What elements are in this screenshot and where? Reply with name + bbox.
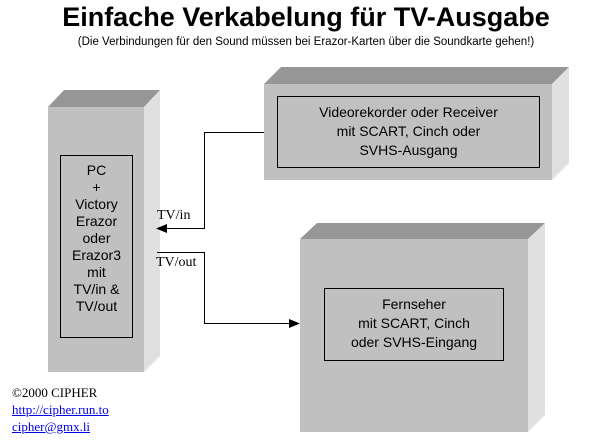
tv-box-side: [528, 223, 545, 432]
video-recorder-label: Videorekorder oder Receiver mit SCART, C…: [278, 103, 539, 160]
video-recorder-label-line: Videorekorder oder Receiver: [319, 104, 498, 120]
pc-label-line: Victory: [75, 196, 118, 212]
pc-box-top: [48, 90, 160, 107]
tv-out-label: TV/out: [156, 255, 197, 270]
video-recorder-label-line: mit SCART, Cinch oder: [336, 123, 481, 139]
video-recorder-label-line: SVHS-Ausgang: [359, 142, 458, 158]
pc-label-line: PC: [86, 162, 107, 178]
pc-box-front: [48, 107, 144, 372]
tv-out-arrowhead-icon: [289, 319, 300, 328]
pc-label-line: mit: [87, 264, 106, 280]
website-link[interactable]: http://cipher.run.to: [12, 402, 109, 417]
video-recorder-box: [264, 67, 569, 180]
email-link[interactable]: cipher@gmx.li: [12, 419, 91, 434]
tv-label-frame: [324, 288, 504, 361]
tv-label-line: mit SCART, Cinch: [358, 315, 470, 331]
pc-label-line: Erazor: [75, 213, 118, 229]
page-subtitle: (Die Verbindungen für den Sound müssen b…: [77, 36, 535, 48]
pc-label-line: +: [92, 179, 101, 195]
video-recorder-box-side: [552, 67, 569, 180]
tv-in-label: TV/in: [157, 208, 191, 223]
pc-label-line: TV/in &: [73, 281, 120, 297]
video-recorder-label-frame: [277, 96, 540, 168]
pc-label-line: oder: [82, 230, 111, 246]
tv-in-connection: [156, 132, 264, 233]
tv-out-connection: [157, 252, 300, 328]
pc-box-label-frame: [60, 155, 133, 338]
page-title: Einfache Verkabelung für TV-Ausgabe: [62, 2, 550, 32]
pc-box: [48, 90, 160, 372]
tv-box: [300, 223, 545, 432]
tv-label: Fernseher mit SCART, Cinch oder SVHS-Ein…: [325, 295, 503, 352]
tv-in-arrowhead-icon: [156, 224, 167, 233]
tv-box-front: [300, 239, 528, 432]
pc-label-line: TV/out: [75, 298, 118, 314]
pc-label: PC + Victory Erazor oder Erazor3 mit TV/…: [61, 162, 132, 315]
footer: ©2000 CIPHER http://cipher.run.to cipher…: [12, 384, 109, 435]
tv-box-top: [300, 223, 545, 239]
tv-in-wire: [164, 132, 264, 229]
video-recorder-box-front: [264, 84, 552, 180]
tv-out-wire: [157, 252, 292, 324]
pc-label-line: Erazor3: [71, 247, 122, 263]
video-recorder-box-top: [264, 67, 569, 84]
pc-box-side: [144, 90, 160, 372]
tv-label-line: oder SVHS-Eingang: [350, 334, 478, 350]
copyright: ©2000 CIPHER: [12, 385, 98, 400]
tv-label-line: Fernseher: [382, 296, 446, 312]
